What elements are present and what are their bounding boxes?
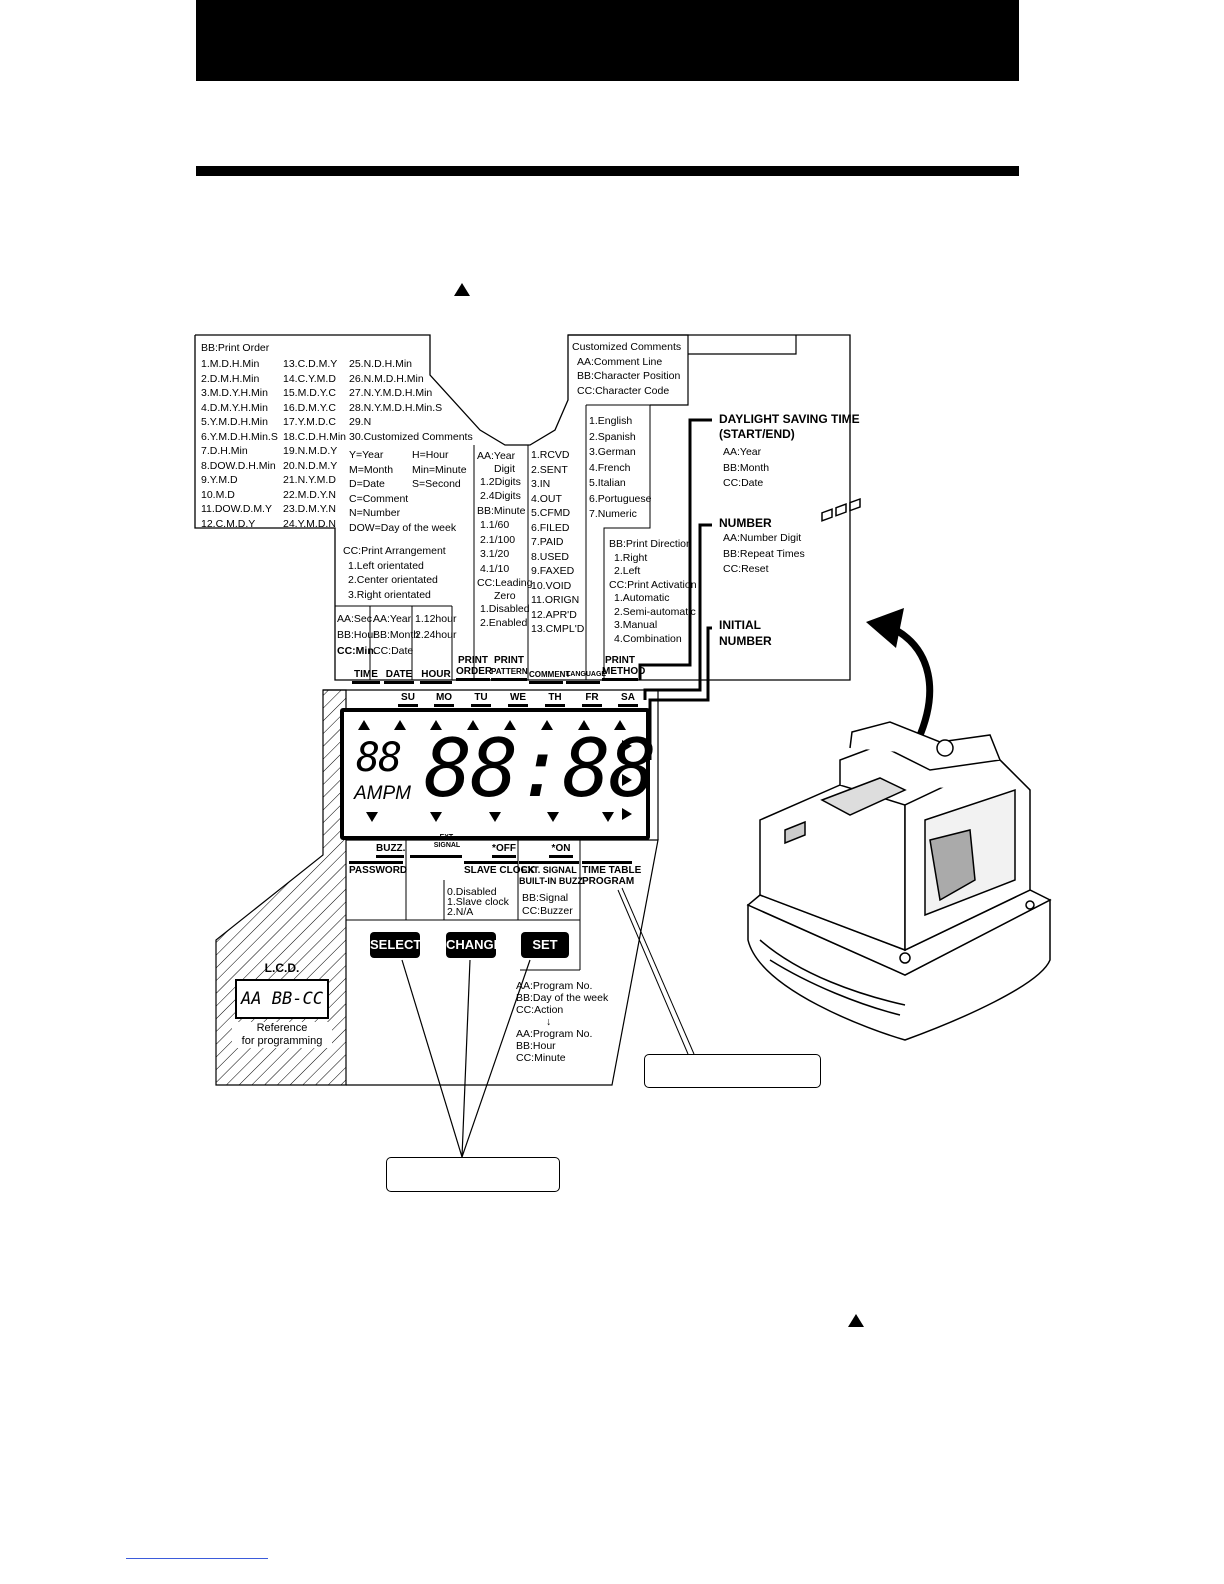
- initial-number-block: INITIAL NUMBER: [719, 618, 772, 648]
- indicator-down-icon: [489, 812, 501, 822]
- up-arrow-icon: [454, 283, 470, 296]
- label-on: *ON: [549, 843, 573, 858]
- print-arrangement: CC:Print Arrangement 1.Left orientated 2…: [343, 545, 446, 601]
- lcd-reference-sample: AA BB-CC: [235, 979, 329, 1019]
- day-fr: FR: [582, 692, 602, 707]
- lcd-ampm: AMPM: [354, 783, 411, 804]
- indicator-up-icon: [394, 720, 406, 730]
- select-button[interactable]: SELECT: [370, 932, 421, 958]
- day-su: SU: [398, 692, 418, 707]
- print-method-options: BB:Print Direction 1.Right 2.Left CC:Pri…: [609, 538, 697, 645]
- set-button[interactable]: SET: [521, 932, 569, 958]
- lcd-small-digits: 88: [356, 735, 402, 781]
- indicator-up-icon: [430, 720, 442, 730]
- indicator-up-icon: [358, 720, 370, 730]
- curved-arrow-head: [866, 608, 904, 648]
- indicator-up-icon: [614, 720, 626, 730]
- indicator-right-icon: [622, 774, 632, 786]
- label-password: PASSWORD: [349, 861, 407, 876]
- header-bar: [196, 0, 1019, 81]
- label-ext-signal: EXT.SIGNAL: [433, 834, 461, 849]
- label-slave-clock: SLAVE CLOCK: [464, 861, 535, 876]
- lcd-reference: L.C.D. AA BB-CC Reference for programmin…: [232, 960, 332, 1048]
- indicator-up-icon: [578, 720, 590, 730]
- lcd-display: 88 AMPM 88:88: [340, 708, 657, 840]
- label-time: TIME: [352, 669, 380, 684]
- indicator-right-icon: [622, 808, 632, 820]
- indicator-up-icon: [541, 720, 553, 730]
- label-buzz: BUZZ.: [376, 843, 405, 858]
- up-arrow-icon: [848, 1314, 864, 1327]
- indicator-down-icon: [602, 812, 614, 822]
- callout-box-time-table: [644, 1054, 821, 1088]
- indicator-up-icon: [504, 720, 516, 730]
- lcd-main-digits: 88:88: [424, 722, 657, 815]
- day-sa: SA: [618, 692, 638, 707]
- label-comment: COMMENT: [529, 669, 570, 684]
- footer-link-underline: [126, 1558, 268, 1559]
- indicator-down-icon: [366, 812, 378, 822]
- print-pattern-options: AA:Year Digit 1.2Digits 2.4Digits BB:Min…: [477, 450, 533, 629]
- dst-block: DAYLIGHT SAVING TIME (START/END) AA:Year…: [719, 412, 860, 489]
- indicator-down-icon: [430, 812, 442, 822]
- ext-signal-underline: [410, 855, 462, 858]
- callout-box-buttons: [386, 1157, 560, 1192]
- day-th: TH: [545, 692, 565, 707]
- customized-comments: Customized Comments AA:Comment Line BB:C…: [572, 341, 682, 397]
- day-mo: MO: [434, 692, 454, 707]
- time-clock-machine-illustration: [746, 497, 1052, 1041]
- label-hour: HOUR: [420, 669, 452, 684]
- indicator-up-icon: [467, 720, 479, 730]
- day-tu: TU: [471, 692, 491, 707]
- day-we: WE: [508, 692, 528, 707]
- change-button[interactable]: CHANGE: [446, 932, 502, 958]
- label-language: LANGUAGE: [566, 669, 606, 684]
- label-off: *OFF: [492, 843, 516, 858]
- label-date: DATE: [384, 669, 414, 684]
- days-row: SU MO TU WE TH FR SA: [346, 692, 658, 707]
- indicator-down-icon: [547, 812, 559, 822]
- indicator-right-icon: [622, 740, 632, 752]
- print-order-title: BB:Print Order: [201, 342, 270, 354]
- header-rule: [196, 166, 1019, 176]
